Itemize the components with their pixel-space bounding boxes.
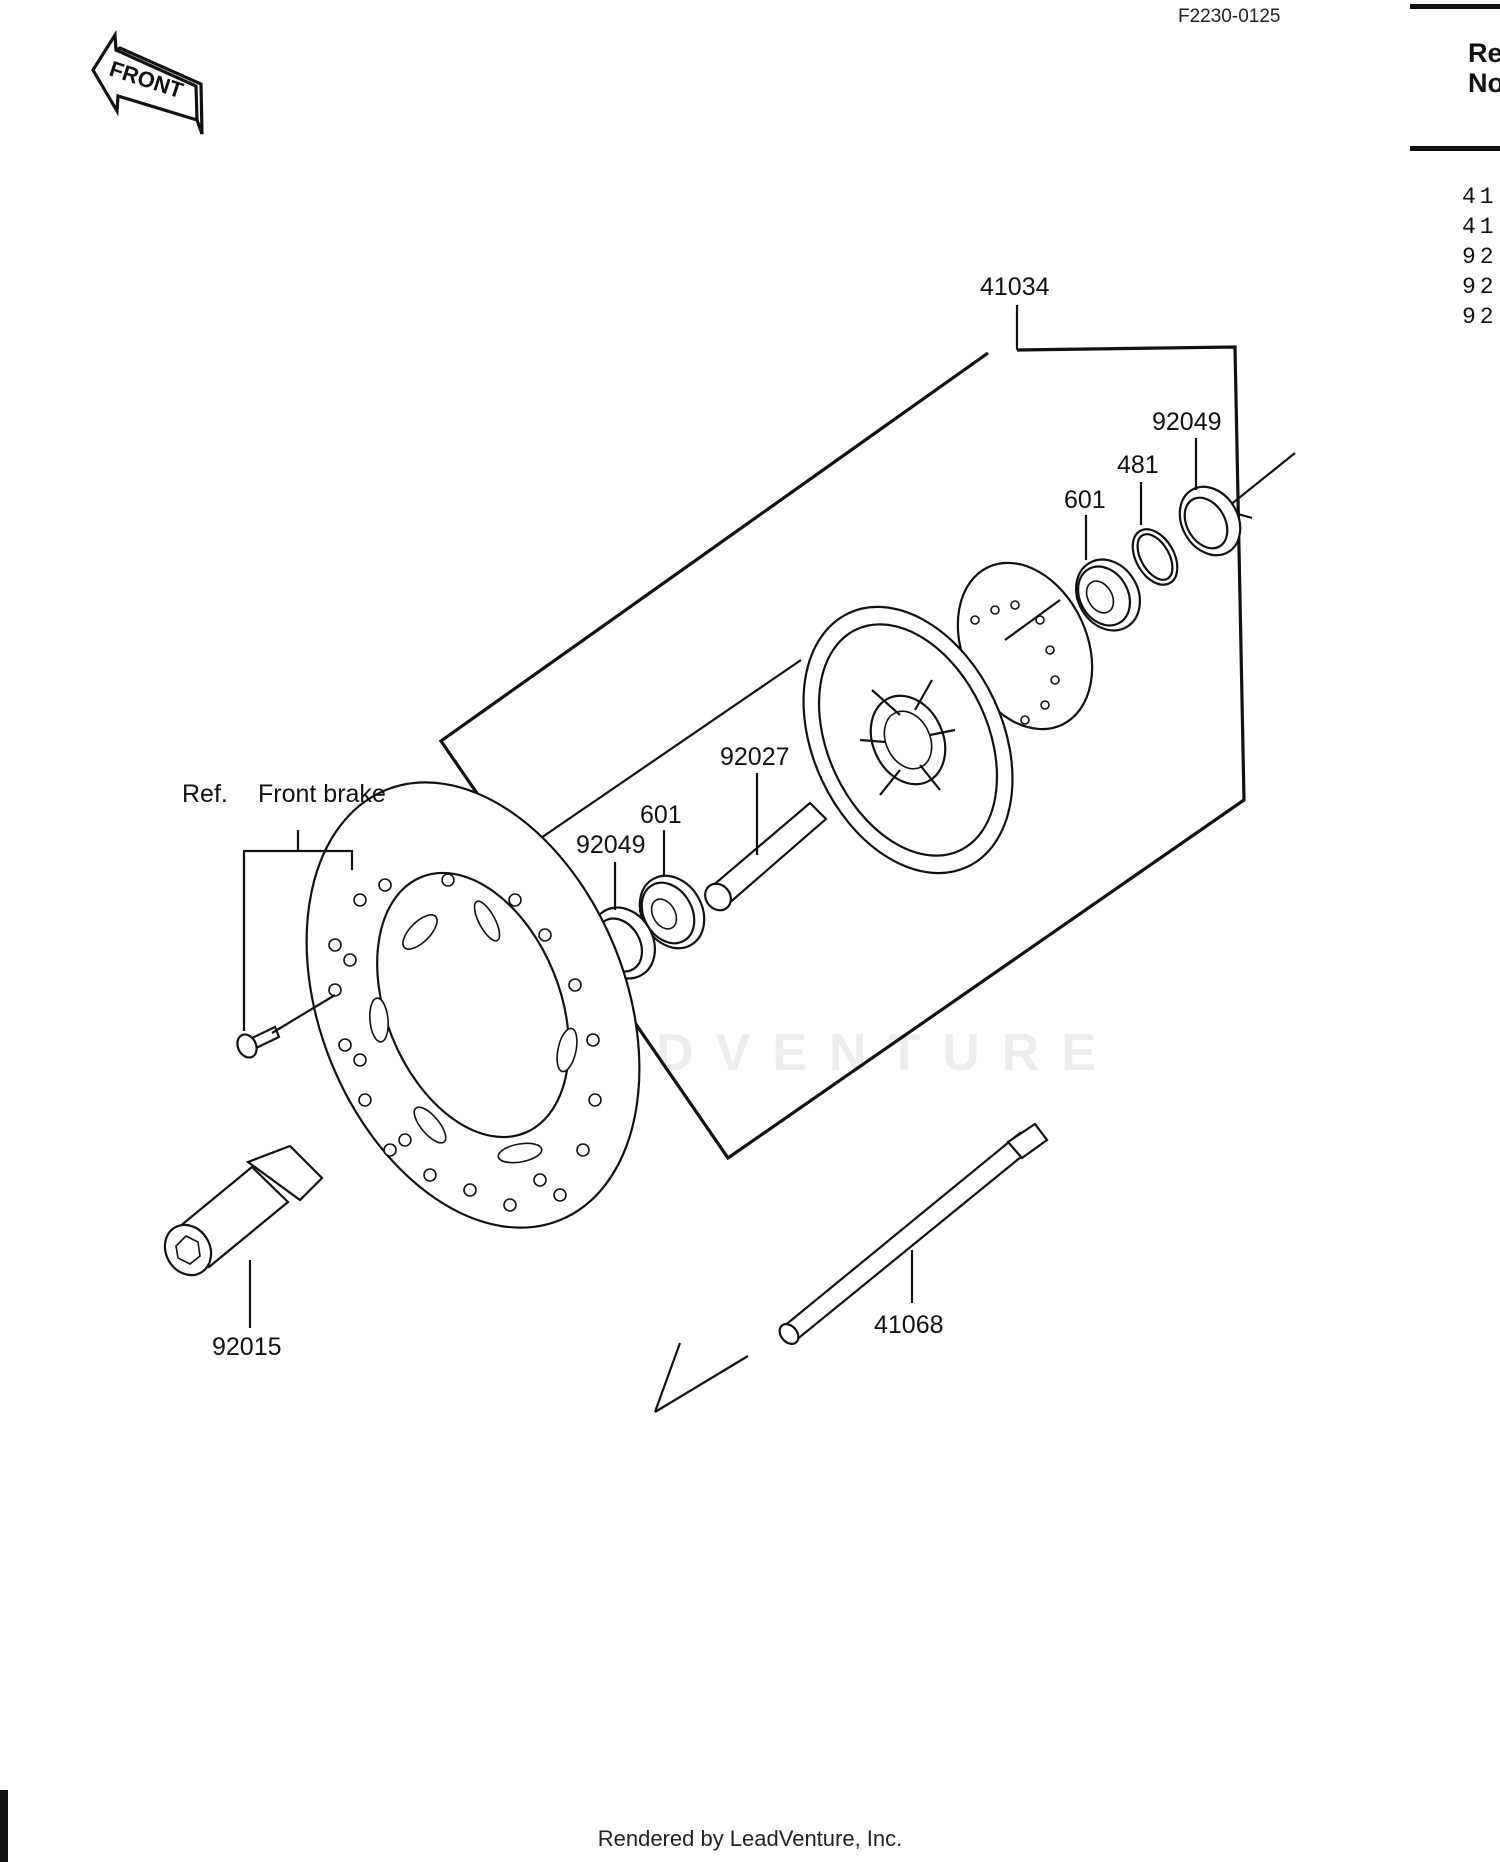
table-header-line1: Re xyxy=(1468,38,1500,68)
reference-table-panel: Re No 41 41 92 92 92 xyxy=(1410,0,1500,340)
left-edge-mark xyxy=(0,1790,8,1862)
table-row-3: 92 xyxy=(1462,244,1498,270)
callout-41068: 41068 xyxy=(874,1311,944,1339)
callout-41034: 41034 xyxy=(980,273,1050,301)
brake-disc xyxy=(305,781,641,1229)
front-arrow-icon: FRONT xyxy=(91,29,204,135)
callout-601-left: 601 xyxy=(640,801,682,829)
footer-credit: Rendered by LeadVenture, Inc. xyxy=(597,1826,903,1851)
axle-collar xyxy=(163,1144,324,1277)
oil-seal-right xyxy=(1178,485,1242,557)
callout-92015: 92015 xyxy=(212,1333,282,1361)
callout-92049-left: 92049 xyxy=(576,831,646,859)
callout-601-right: 601 xyxy=(1064,486,1106,514)
table-row-4: 92 xyxy=(1462,274,1498,300)
hub-assembly-outline xyxy=(438,305,1246,1161)
disc-bolt xyxy=(236,994,336,1059)
table-row-2: 41 xyxy=(1462,214,1498,240)
table-top-rule xyxy=(1410,4,1500,9)
circlip xyxy=(1131,528,1179,586)
wheel-hub xyxy=(802,561,1094,875)
figure-code: F2230-0125 xyxy=(1178,6,1281,27)
ref-label: Ref. xyxy=(182,780,228,808)
callout-92049-right: 92049 xyxy=(1152,408,1222,436)
bearing-right xyxy=(1075,558,1141,632)
table-header-rule xyxy=(1410,146,1500,151)
table-header-line2: No xyxy=(1468,68,1500,98)
table-row-5: 92 xyxy=(1462,304,1498,330)
distance-collar xyxy=(704,801,828,912)
ref-target-label: Front brake xyxy=(258,780,386,808)
callout-481: 481 xyxy=(1117,451,1159,479)
callout-92027: 92027 xyxy=(720,743,790,771)
table-row-1: 41 xyxy=(1462,184,1498,210)
front-axle xyxy=(778,1122,1049,1345)
